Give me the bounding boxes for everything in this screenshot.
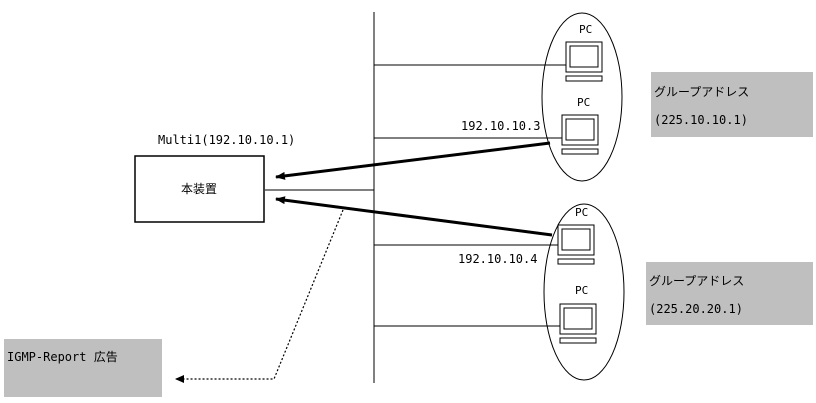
device-box — [134, 155, 265, 223]
computer-icon — [565, 41, 603, 82]
device-name: Multi1(192.10.10.1) — [158, 133, 295, 147]
pc-2: PC — [561, 96, 599, 155]
group2-address-title: グループアドレス — [649, 274, 744, 288]
computer-icon — [557, 224, 595, 265]
join-arrow-group2 — [275, 196, 553, 237]
device-label: 本装置 — [181, 182, 217, 196]
group2-ellipse — [543, 203, 625, 381]
pc-1: PC — [565, 23, 603, 82]
group1-address-label: グループアドレス (225.10.10.1) — [651, 72, 813, 137]
pc-4-label: PC — [575, 284, 588, 297]
pc-4: PC — [559, 284, 597, 344]
igmp-report-label: IGMP-Report 広告 — [4, 339, 162, 397]
pc-3: PC — [557, 206, 595, 265]
pc-3-label: PC — [575, 206, 588, 219]
group2-address-label: グループアドレス (225.20.20.1) — [646, 262, 813, 325]
group1-ip-label: 192.10.10.3 — [461, 119, 540, 133]
igmp-report-text: IGMP-Report 広告 — [7, 350, 118, 364]
igmp-report-path — [175, 209, 344, 383]
join-arrow-group1 — [275, 141, 551, 180]
computer-icon — [559, 303, 597, 344]
group2-ip-label: 192.10.10.4 — [458, 252, 537, 266]
pc-1-label: PC — [579, 23, 592, 36]
group1-address-title: グループアドレス — [654, 85, 749, 99]
computer-icon — [561, 114, 599, 155]
group1-address-value: (225.10.10.1) — [654, 113, 748, 127]
group1-ellipse — [541, 12, 623, 182]
group2-address-value: (225.20.20.1) — [649, 302, 743, 316]
pc-2-label: PC — [577, 96, 590, 109]
